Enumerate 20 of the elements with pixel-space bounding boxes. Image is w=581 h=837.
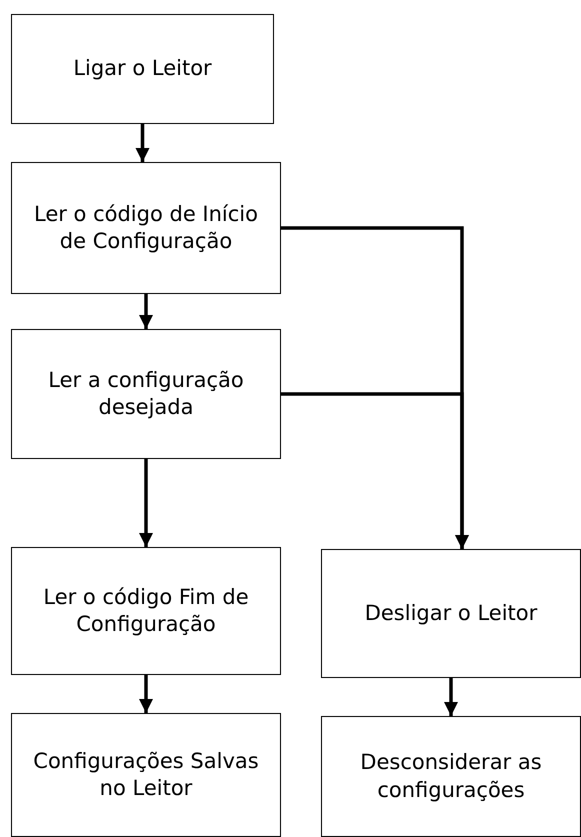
arrow [136, 124, 150, 162]
process-box [11, 14, 274, 124]
box-label: Configurações Salvas no Leitor [32, 748, 260, 802]
process-box [321, 549, 581, 678]
arrow [444, 678, 458, 716]
arrow [139, 675, 153, 713]
box-label: Desligar o Leitor [364, 600, 538, 627]
arrow [281, 392, 469, 549]
arrow [139, 459, 153, 547]
box-label: Ler o código de Início de Configuração [33, 200, 259, 255]
box-label: Ligar o Leitor [73, 55, 212, 82]
arrow [139, 294, 153, 329]
process-box [321, 716, 581, 837]
process-box [11, 162, 281, 294]
process-box [11, 547, 281, 675]
box-label: Ler a configuração desejada [47, 366, 245, 421]
box-label: Ler o código Fim de Configuração [42, 584, 250, 638]
process-box [11, 329, 281, 459]
process-box [11, 713, 281, 837]
box-label: Desconsiderar as configurações [359, 749, 543, 804]
